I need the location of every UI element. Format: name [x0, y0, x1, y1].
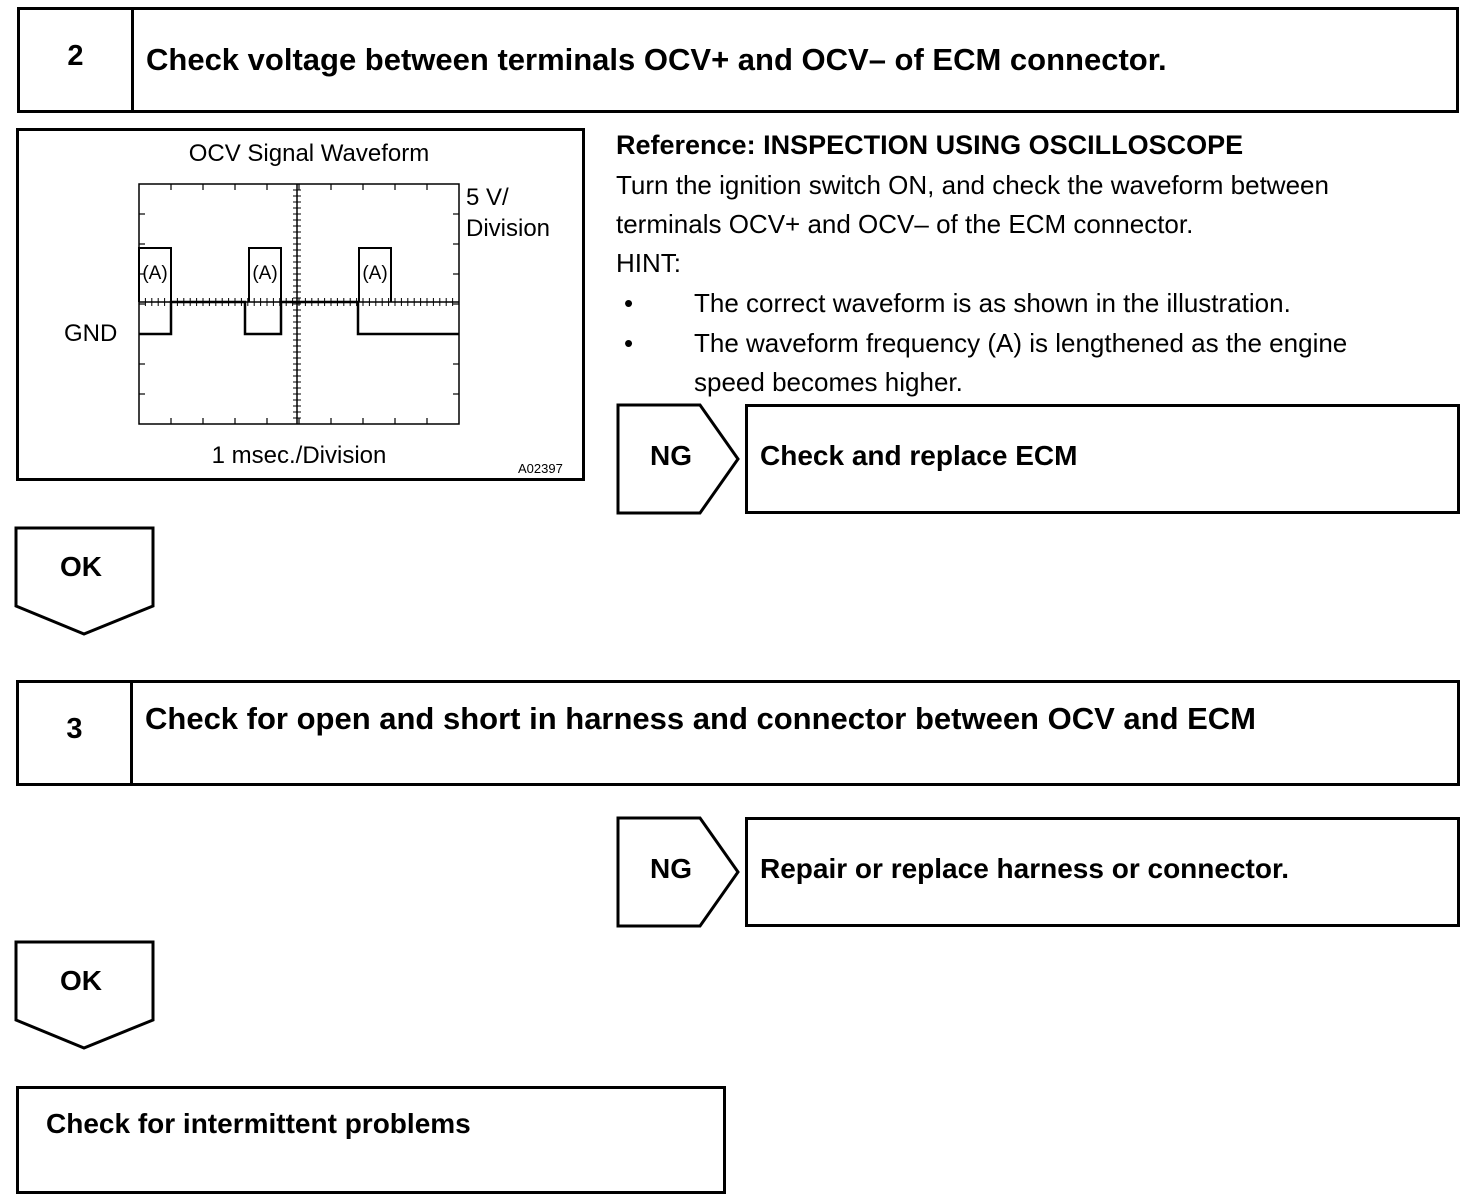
ok-arrow-1 — [14, 526, 155, 636]
ng-label-1: NG — [650, 440, 692, 471]
pulse-a-3 — [358, 247, 392, 302]
oscilloscope-grid — [138, 183, 460, 425]
ng-result-2: Repair or replace harness or connector. — [760, 853, 1290, 884]
ng-result-box-1 — [745, 404, 1460, 514]
ground-label: GND — [64, 320, 117, 347]
hint-bullet-2-line-1: The waveform frequency (A) is lengthened… — [694, 328, 1348, 358]
final-result-label: Check for intermittent problems — [46, 1108, 471, 1139]
bullet-dot-1: • — [624, 288, 634, 318]
time-per-division-label: 1 msec./Division — [212, 442, 387, 469]
final-result-box — [16, 1086, 726, 1194]
volts-per-division-label-2: Division — [466, 215, 550, 242]
step-title: Check for open and short in harness and … — [145, 701, 1257, 736]
step-title: Check voltage between terminals OCV+ and… — [146, 42, 1167, 77]
volts-per-division-label: 5 V/ — [466, 184, 509, 211]
step-number: 3 — [19, 683, 133, 783]
figure-code: A02397 — [518, 461, 563, 476]
ng-arrow-2 — [616, 816, 740, 928]
step-2-header: 2 Check voltage between terminals OCV+ a… — [17, 7, 1459, 113]
reference-heading: Reference: INSPECTION USING OSCILLOSCOPE — [616, 130, 1244, 160]
ocv-signal-trace — [139, 300, 459, 336]
ok-label-1: OK — [60, 551, 102, 582]
pulse-a-1 — [138, 247, 172, 302]
pulse-label-2: (A) — [252, 263, 277, 284]
ng-label-2: NG — [650, 853, 692, 884]
hint-label: HINT: — [616, 248, 681, 278]
waveform-illustration: OCV Signal Waveform 5 V/ Division GND 1 … — [16, 128, 585, 481]
ok-label-2: OK — [60, 965, 102, 996]
ng-arrow-1 — [616, 403, 740, 515]
hint-bullet-1: The correct waveform is as shown in the … — [694, 288, 1291, 318]
ok-arrow-2 — [14, 940, 155, 1050]
pulse-a-2 — [248, 247, 282, 302]
step-3-header: 3 Check for open and short in harness an… — [16, 680, 1460, 786]
waveform-title: OCV Signal Waveform — [189, 140, 430, 167]
ng-result-box-2 — [745, 817, 1460, 927]
pulse-label-3: (A) — [362, 263, 387, 284]
reference-line-2: terminals OCV+ and OCV– of the ECM conne… — [616, 209, 1194, 239]
hint-bullet-2-line-2: speed becomes higher. — [694, 367, 963, 397]
step-number: 2 — [20, 10, 134, 110]
bullet-dot-2: • — [624, 328, 634, 358]
ng-result-1: Check and replace ECM — [760, 440, 1078, 471]
reference-line-1: Turn the ignition switch ON, and check t… — [616, 170, 1329, 200]
pulse-label-1: (A) — [142, 263, 167, 284]
